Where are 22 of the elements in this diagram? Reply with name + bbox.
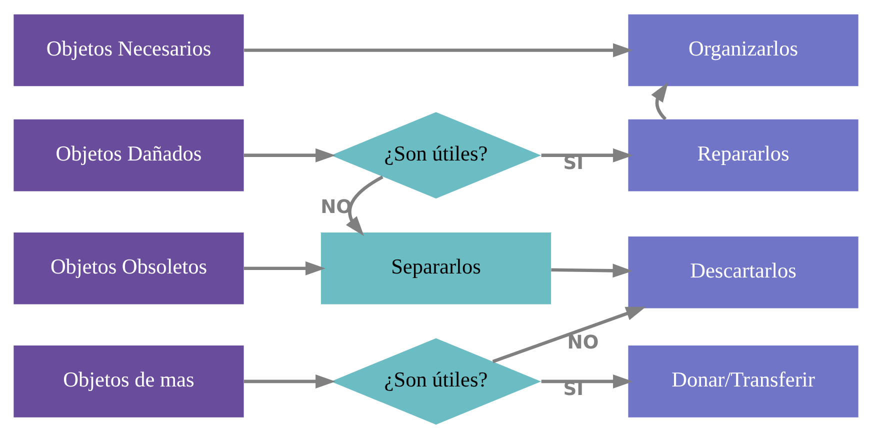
arrow: [244, 260, 326, 275]
arrow: [492, 306, 646, 363]
arrow: [244, 374, 336, 388]
node-box: Objetos Dañados: [14, 118, 244, 191]
node-box: Descartarlos: [628, 236, 858, 308]
node-box: Objetos Necesarios: [14, 14, 244, 86]
arrow: [346, 174, 384, 236]
node-box: Organizarlos: [628, 14, 858, 86]
node-diamond: ¿Son útiles?: [330, 338, 542, 424]
arrow: [244, 42, 634, 57]
node-diamond: ¿Son útiles?: [330, 112, 542, 198]
node-box: Donar/Transferir: [628, 345, 858, 417]
arrow: [541, 374, 634, 388]
arrow: [244, 148, 336, 162]
node-box: Objetos Obsoletos: [14, 232, 244, 304]
edge-label: NO: [567, 332, 599, 353]
arrow: [551, 263, 633, 278]
node-box: Separarlos: [320, 232, 552, 304]
arrow: [541, 148, 634, 162]
node-box: Objetos de mas: [14, 345, 244, 417]
arrow: [651, 82, 668, 120]
node-box: Repararlos: [628, 118, 858, 191]
